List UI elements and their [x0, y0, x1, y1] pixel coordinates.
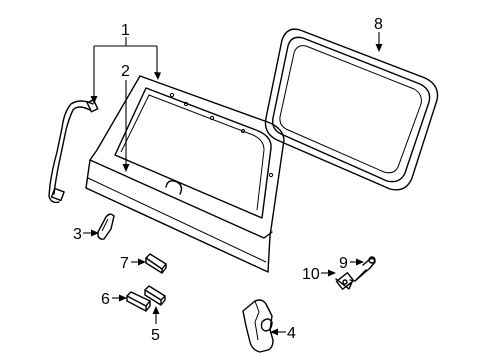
liftgate-panel	[85, 75, 285, 273]
leader-7	[131, 258, 146, 266]
callout-10: 10	[302, 266, 320, 283]
leader-4	[270, 328, 286, 336]
callout-3: 3	[73, 226, 82, 243]
leader-6	[112, 294, 127, 302]
leader-9	[350, 258, 364, 266]
callout-1: 1	[121, 22, 130, 39]
callout-6: 6	[101, 291, 110, 308]
callout-4: 4	[287, 325, 296, 342]
pad-block-lower	[144, 285, 166, 306]
pad-block-upper	[145, 253, 167, 274]
weatherstrip-seal	[264, 28, 439, 191]
callout-2: 2	[121, 63, 130, 80]
leader-10	[321, 269, 336, 277]
bumper-pad	[97, 213, 115, 240]
leader-1	[90, 37, 161, 104]
support-strut	[335, 256, 376, 290]
callout-5: 5	[151, 327, 160, 344]
leader-2	[122, 80, 130, 172]
hinge-bracket	[242, 299, 274, 353]
leader-3	[83, 229, 99, 237]
wiring-harness	[48, 99, 99, 204]
callout-8: 8	[374, 16, 383, 33]
callout-9: 9	[339, 255, 348, 272]
leader-5	[152, 306, 160, 324]
pad-block-left	[126, 291, 151, 312]
leader-8	[375, 32, 383, 52]
callout-7: 7	[120, 255, 129, 272]
